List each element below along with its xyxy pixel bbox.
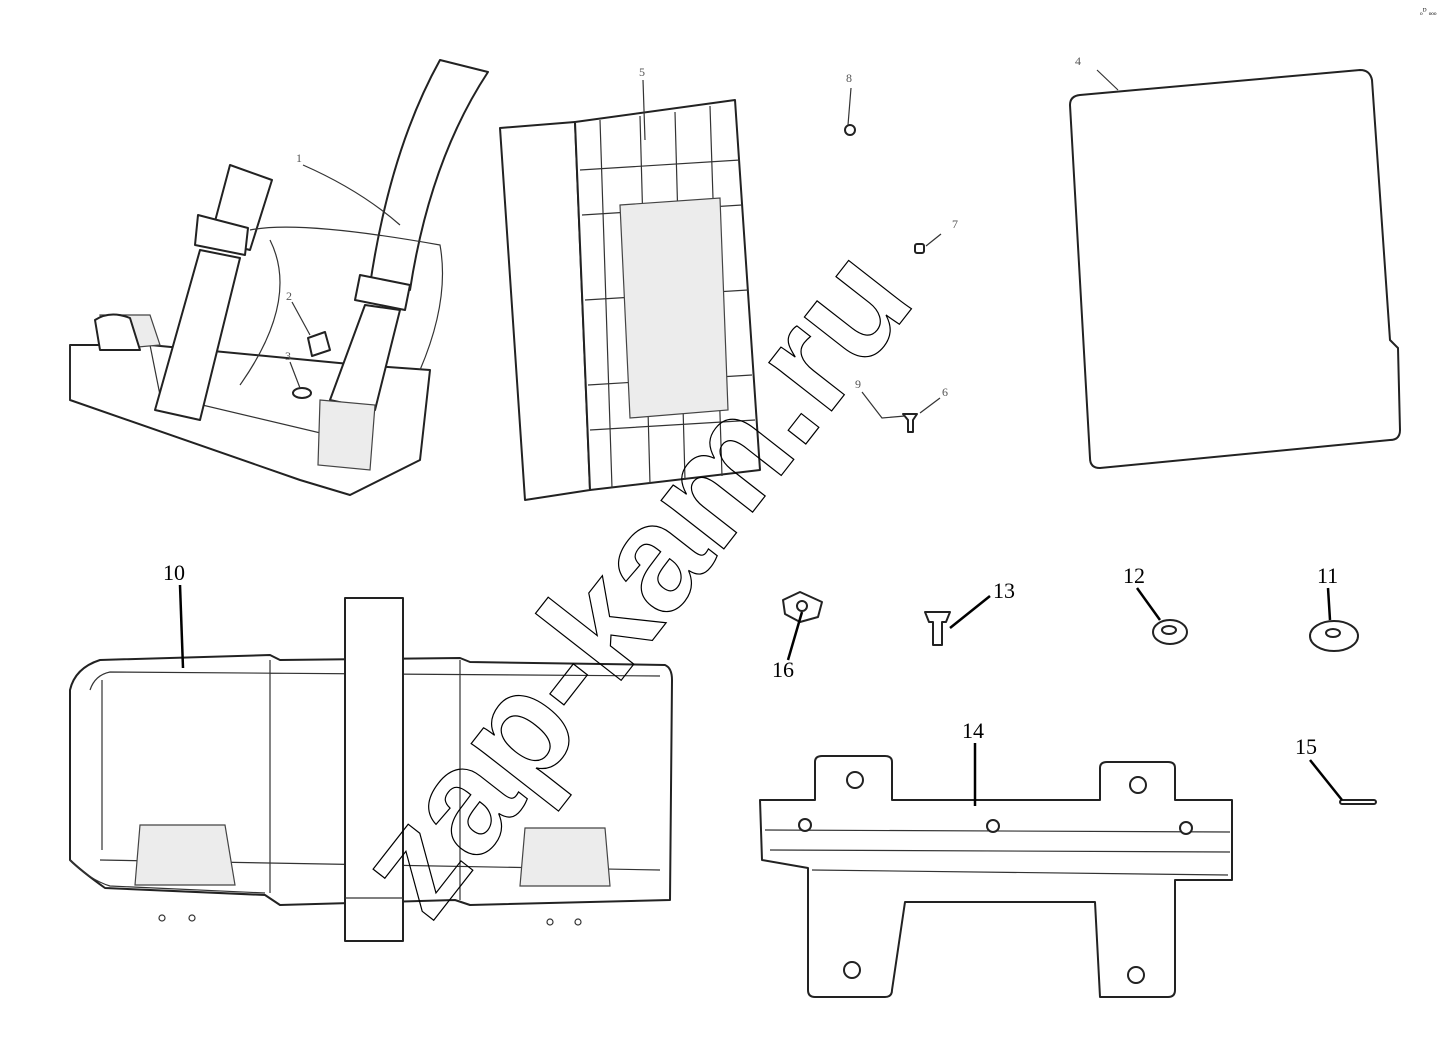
callout-4: 4 [1075,54,1081,68]
part-8-washer [844,124,856,136]
part-6-screw [902,413,918,433]
part-15-pin [1339,799,1377,805]
part-1-battery-holder [69,59,489,496]
callout-12: 12 [1123,563,1145,588]
callout-5: 5 [639,65,645,79]
callout-1: 1 [296,151,302,165]
callout-13: 13 [993,578,1015,603]
part-12-washer [1152,619,1188,645]
corner-mark: ₒᴰ ₒₒₒ [1420,6,1437,16]
callout-14: 14 [962,718,984,743]
callout-15: 15 [1295,734,1317,759]
callout-9: 9 [855,377,861,391]
part-4-panel [1069,69,1401,469]
part-7-nut [914,243,925,254]
callout-8: 8 [846,71,852,85]
callout-7: 7 [952,217,958,231]
part-14-bracket [759,755,1233,998]
part-5-cover-frame [499,99,761,501]
callout-3: 3 [285,349,291,363]
callout-11: 11 [1317,563,1338,588]
callout-6: 6 [942,385,948,399]
part-13-bolt [924,611,951,646]
callout-10: 10 [163,560,185,585]
part-3-nut [292,387,312,399]
part-2-clip [307,331,331,357]
callout-16: 16 [772,657,794,682]
part-10-tray [69,597,673,942]
part-16-clip-nut [782,591,823,623]
callout-2: 2 [286,289,292,303]
part-11-washer [1309,620,1359,652]
